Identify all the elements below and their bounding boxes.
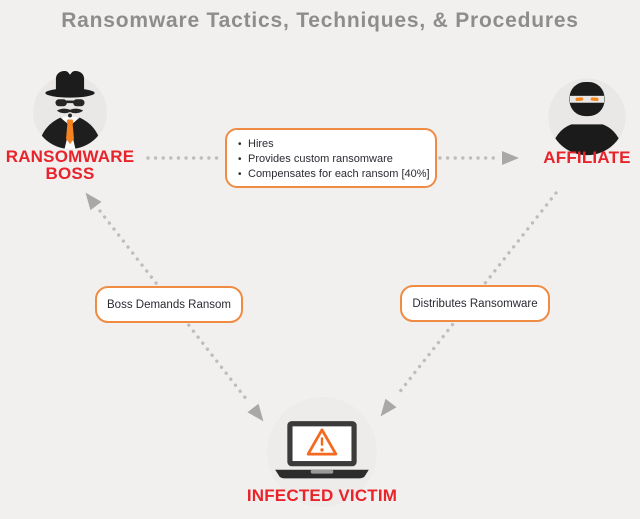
infected-laptop-icon bbox=[275, 421, 369, 479]
ransomware-boss-icon bbox=[33, 70, 107, 150]
distributes-ransomware-box: Distributes Ransomware bbox=[400, 285, 550, 322]
arrowhead-boss-to-victim bbox=[247, 403, 264, 422]
infected-victim-label: INFECTED VICTIM bbox=[246, 486, 398, 505]
boss-demands-ransom-box: Boss Demands Ransom bbox=[95, 286, 243, 323]
arrowhead-to-boss bbox=[85, 192, 102, 211]
affiliate-label: AFFILIATE bbox=[543, 148, 631, 167]
arrowhead-affiliate-to-victim bbox=[380, 398, 397, 417]
hires-annotation-list: Hires Provides custom ransomware Compens… bbox=[237, 137, 430, 182]
warning-triangle-icon bbox=[306, 428, 338, 456]
distributes-ransomware-label: Distributes Ransomware bbox=[412, 297, 538, 310]
annotation-item: Hires bbox=[237, 137, 427, 152]
annotation-item: Provides custom ransomware bbox=[237, 152, 427, 167]
diagram-title: Ransomware Tactics, Techniques, & Proced… bbox=[61, 9, 579, 32]
affiliate-hacker-icon bbox=[548, 78, 626, 156]
hires-annotation-box: Hires Provides custom ransomware Compens… bbox=[225, 128, 437, 188]
dotted-line-boss-victim bbox=[98, 209, 249, 402]
boss-demands-ransom-label: Boss Demands Ransom bbox=[107, 298, 231, 311]
ransomware-boss-label: RANSOMWARE BOSS bbox=[5, 147, 135, 183]
annotation-item: Compensates for each ransom [40%] bbox=[237, 167, 430, 182]
arrowhead-to-affiliate bbox=[502, 151, 519, 165]
